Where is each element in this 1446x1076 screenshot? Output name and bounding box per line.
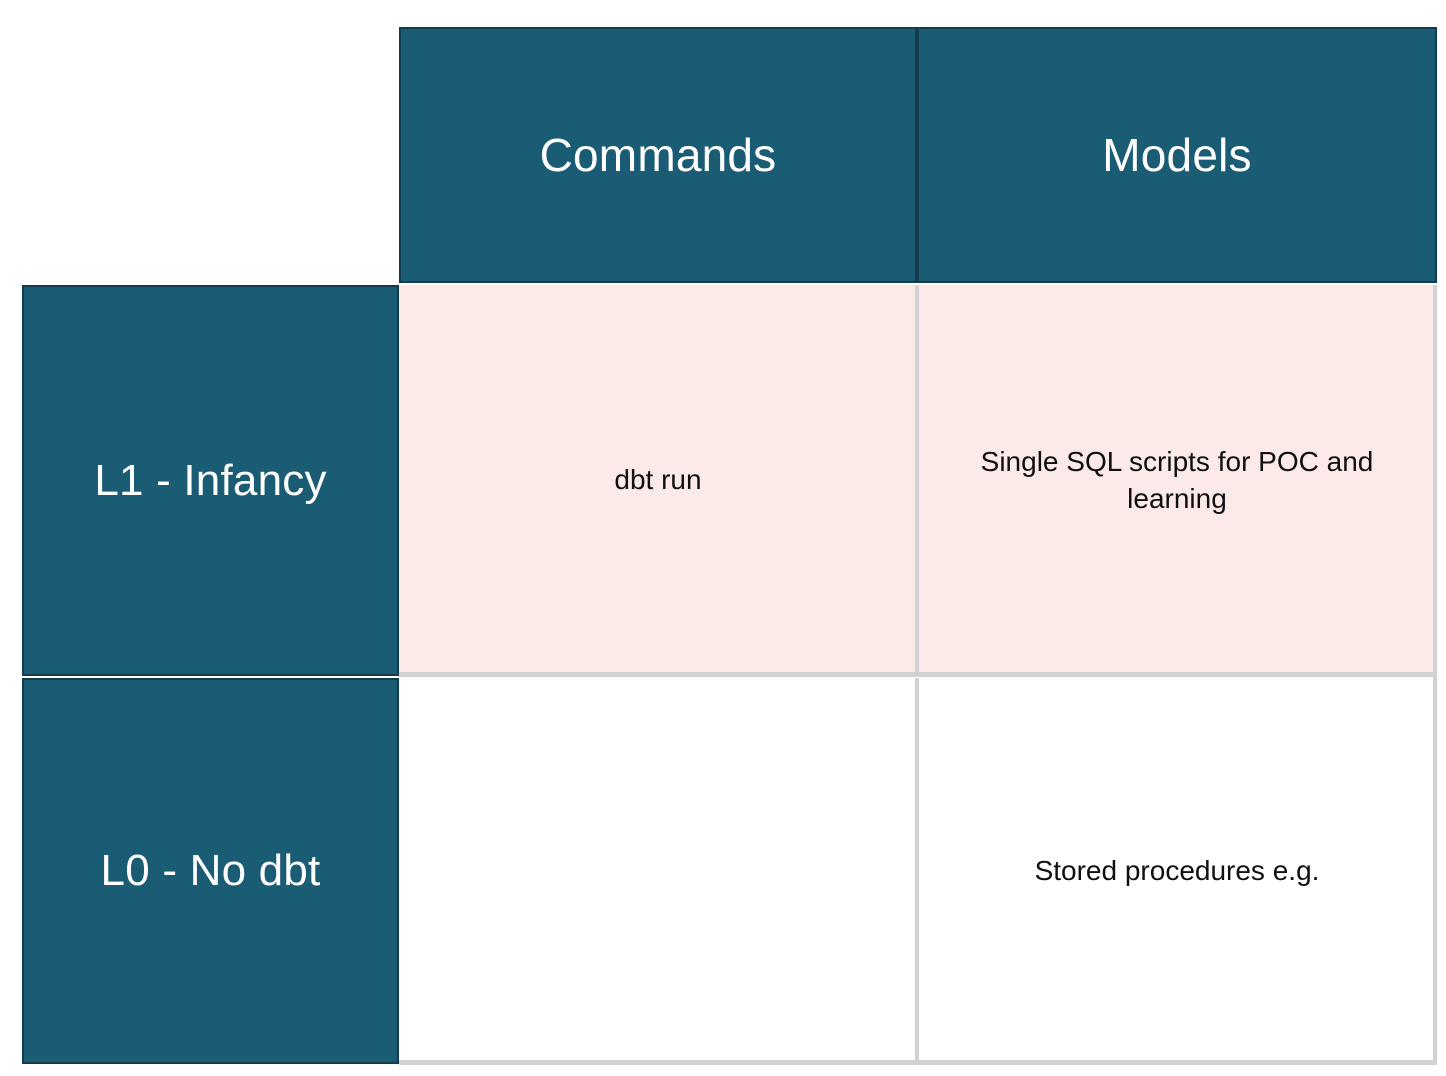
cell-l1-commands-text: dbt run <box>614 464 702 496</box>
grid-rule-vertical-l1 <box>915 285 919 676</box>
grid-rule-right-edge <box>1433 285 1437 1065</box>
column-header-models-label: Models <box>1102 129 1252 181</box>
grid-rule-vertical-l0 <box>915 678 919 1064</box>
column-header-models: Models <box>917 27 1437 283</box>
table-corner-cell <box>22 27 399 283</box>
row-header-l0-no-dbt-label: L0 - No dbt <box>100 846 321 895</box>
cell-l0-models: Stored procedures e.g. <box>917 678 1437 1064</box>
cell-l0-models-text: Stored procedures e.g. <box>1034 854 1320 886</box>
grid-rule-horizontal-mid <box>399 672 1437 677</box>
grid-rule-horizontal-bottom <box>399 1060 1437 1065</box>
row-header-l0-no-dbt: L0 - No dbt <box>22 678 399 1064</box>
cell-l0-commands <box>399 678 917 1064</box>
column-header-commands-label: Commands <box>539 129 777 181</box>
cell-l1-commands: dbt run <box>399 285 917 676</box>
column-header-commands: Commands <box>399 27 917 283</box>
row-header-l1-infancy: L1 - Infancy <box>22 285 399 676</box>
cell-l1-models: Single SQL scripts for POC and learning <box>917 285 1437 676</box>
row-header-l1-infancy-label: L1 - Infancy <box>94 455 327 505</box>
cell-l1-models-text: Single SQL scripts for POC and learning <box>980 445 1374 514</box>
